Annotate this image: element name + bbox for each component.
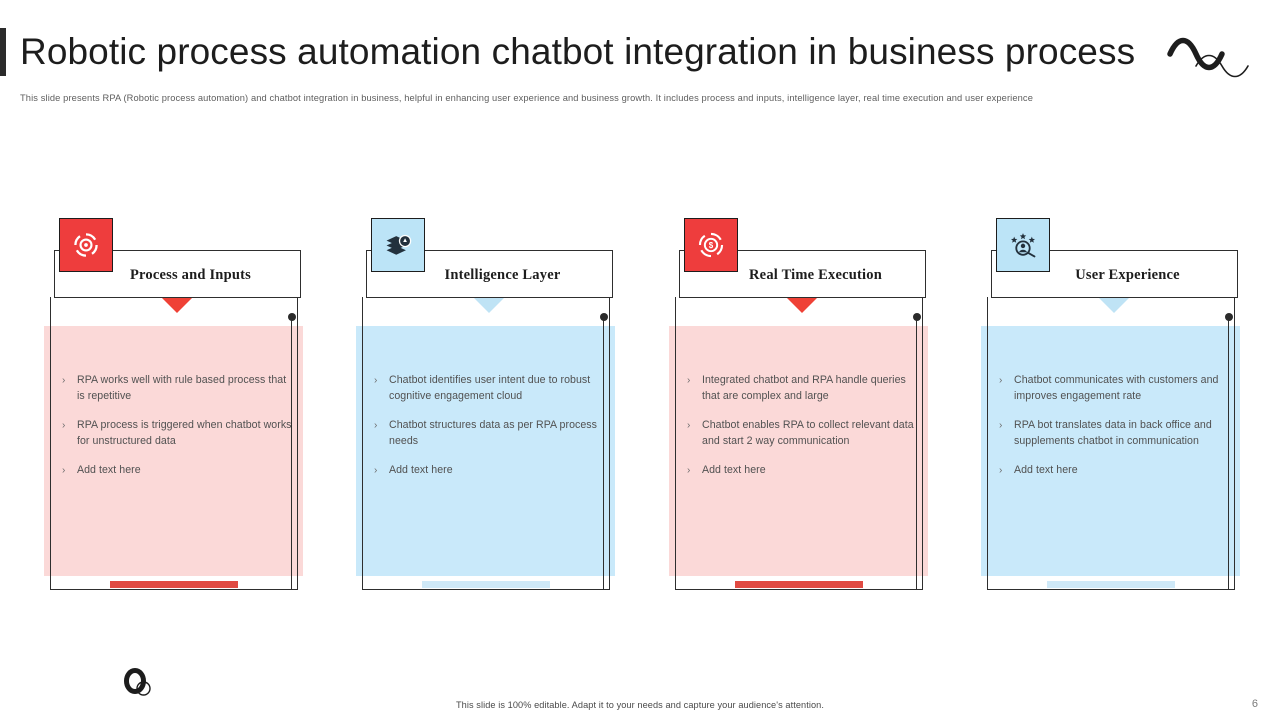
column-panel [356,326,615,576]
column-panel [981,326,1240,576]
bullet-marker: › [999,375,1003,386]
column-bullet-list: › Chatbot communicates with customers an… [999,373,1229,493]
column-connector-dot [1224,313,1233,321]
svg-text:$: $ [709,241,714,250]
bullet-marker: › [999,465,1003,476]
column-connector-dot [599,313,608,321]
column-bullet-list: › RPA works well with rule based process… [62,373,292,493]
column-arrow-icon [1099,298,1129,313]
column-connector-dot [912,313,921,321]
list-item: › RPA process is triggered when chatbot … [62,418,292,449]
bullet-text: Add text here [77,464,141,476]
column-connector-line [603,316,605,590]
bullet-text: Chatbot identifies user intent due to ro… [389,374,591,402]
bullet-marker: › [62,420,66,431]
column-arrow-icon [162,298,192,313]
bullet-text: Integrated chatbot and RPA handle querie… [702,374,906,402]
column-intelligence-layer[interactable]: Intelligence Layer › Chatbot identifies … [356,218,668,590]
list-item: › RPA works well with rule based process… [62,373,292,404]
list-item: › Chatbot enables RPA to collect relevan… [687,418,917,449]
layers-stack-icon [371,218,425,272]
column-frame [362,297,610,590]
list-item: › Chatbot communicates with customers an… [999,373,1229,404]
column-header-box: Real Time Execution [679,250,926,298]
bullet-text: Chatbot enables RPA to collect relevant … [702,419,914,447]
column-arrow-icon [474,298,504,313]
bullet-text: RPA process is triggered when chatbot wo… [77,419,292,447]
column-connector-line [1228,316,1230,590]
column-frame [675,297,923,590]
page-title: Robotic process automation chatbot integ… [20,31,1136,72]
bullet-text: RPA bot translates data in back office a… [1014,419,1212,447]
dollar-gear-icon: $ [684,218,738,272]
column-arrow-icon [787,298,817,313]
title-accent-rule [0,28,6,76]
list-item: › RPA bot translates data in back office… [999,418,1229,449]
column-panel [44,326,303,576]
column-process-and-inputs[interactable]: Process and Inputs › RPA works well with… [44,218,356,590]
rpa-gear-icon [59,218,113,272]
column-accent-bar [735,581,863,588]
bullet-marker: › [999,420,1003,431]
bullet-text: Add text here [1014,464,1078,476]
column-connector-line [291,316,293,590]
bullet-text: Chatbot structures data as per RPA proce… [389,419,597,447]
column-real-time-execution[interactable]: Real Time Execution $ › Integrated chatb… [669,218,981,590]
list-item: › Add text here [62,463,292,479]
bullet-marker: › [374,465,378,476]
column-accent-bar [422,581,550,588]
bullet-marker: › [687,375,691,386]
page-number: 6 [1251,698,1258,710]
footer-note: This slide is 100% editable. Adapt it to… [455,700,824,710]
column-bullet-list: › Chatbot identifies user intent due to … [374,373,604,493]
bullet-marker: › [374,420,378,431]
page-subtitle: This slide presents RPA (Robotic process… [20,93,1033,103]
column-connector-line [916,316,918,590]
bullet-text: RPA works well with rule based process t… [77,374,287,402]
list-item: › Chatbot structures data as per RPA pro… [374,418,604,449]
column-frame [987,297,1235,590]
column-title: Intelligence Layer [444,266,561,283]
bullet-marker: › [374,375,378,386]
double-wave-logo-icon [1166,32,1258,82]
list-item: › Add text here [999,463,1229,479]
slide-header: Robotic process automation chatbot integ… [0,0,1280,118]
bullet-text: Add text here [702,464,766,476]
user-rating-stars-icon [996,218,1050,272]
circles-mark-icon [122,668,158,700]
list-item: › Add text here [687,463,917,479]
column-title: Process and Inputs [130,266,251,283]
bullet-marker: › [62,375,66,386]
column-title: Real Time Execution [749,266,882,283]
list-item: › Add text here [374,463,604,479]
column-title: User Experience [1075,266,1180,283]
bullet-text: Add text here [389,464,453,476]
column-frame [50,297,298,590]
column-accent-bar [110,581,238,588]
bullet-marker: › [687,465,691,476]
bullet-marker: › [687,420,691,431]
column-bullet-list: › Integrated chatbot and RPA handle quer… [687,373,917,493]
list-item: › Chatbot identifies user intent due to … [374,373,604,404]
list-item: › Integrated chatbot and RPA handle quer… [687,373,917,404]
bullet-marker: › [62,465,66,476]
column-user-experience[interactable]: User Experience › Chatbot communicates w… [981,218,1280,590]
column-connector-dot [287,313,296,321]
column-panel [669,326,928,576]
bullet-text: Chatbot communicates with customers and … [1014,374,1219,402]
column-accent-bar [1047,581,1175,588]
